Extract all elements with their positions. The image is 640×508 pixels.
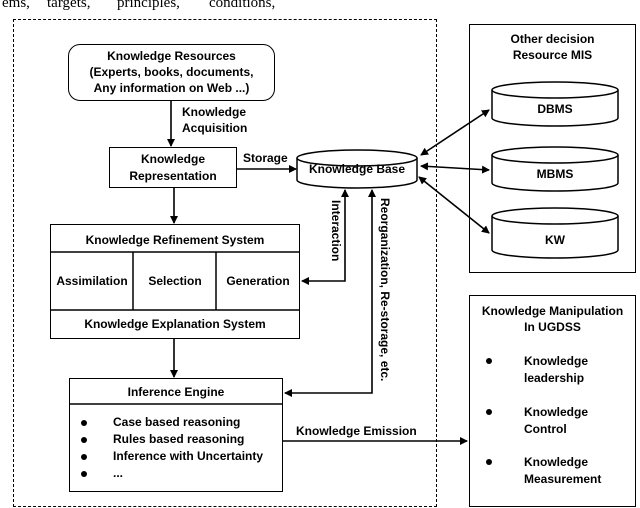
knowledge-resources-title: Knowledge Resources	[107, 49, 236, 63]
dbms-label: DBMS	[537, 102, 573, 116]
knowledge-representation-line-1: Knowledge	[140, 152, 205, 166]
dbms-cylinder	[491, 81, 619, 127]
arrow-reorganization	[284, 189, 376, 397]
refinement-cell-assimilation: Assimilation	[56, 274, 128, 288]
arrow-interaction	[301, 189, 349, 285]
manipulation-bullet-1	[486, 358, 492, 364]
knowledge-representation-box: Knowledge Representation	[109, 147, 237, 188]
inference-item-3: Inference with Uncertainty	[113, 449, 264, 463]
inference-bullet-4	[81, 471, 87, 477]
top-fragment-text: ems, targets, principles, conditions,	[0, 0, 330, 11]
other-mis-title-1: Other decision	[510, 32, 595, 46]
mbms-cylinder	[491, 146, 619, 192]
knowledge-refinement-box	[50, 224, 300, 339]
refinement-cell-selection: Selection	[148, 274, 202, 288]
storage-label: Storage	[243, 151, 288, 165]
manipulation-item-3-line-1: Knowledge	[524, 455, 589, 469]
knowledge-resources-box: Knowledge Resources (Experts, books, doc…	[68, 44, 275, 101]
inference-item-1: Case based reasoning	[113, 415, 241, 429]
knowledge-acquisition-label-2: Acquisition	[182, 121, 248, 135]
mbms-label: MBMS	[536, 167, 574, 181]
inference-bullet-3	[81, 454, 87, 460]
knowledge-manipulation-box	[469, 295, 636, 507]
knowledge-refinement-title: Knowledge Refinement System	[85, 233, 265, 247]
knowledge-emission-label: Knowledge Emission	[296, 424, 417, 438]
inference-item-4: ...	[113, 466, 124, 480]
manipulation-title-1: Knowledge Manipulation	[481, 304, 624, 318]
fragment-word-1: ems,	[2, 0, 30, 11]
manipulation-item-1-line-2: leadership	[524, 371, 585, 385]
manipulation-item-2-line-1: Knowledge	[524, 405, 589, 419]
kw-cylinder	[491, 207, 619, 259]
fragment-word-3: principles,	[117, 0, 180, 11]
knowledge-resources-line-1: (Experts, books, documents,	[89, 65, 254, 79]
inference-engine-title: Inference Engine	[127, 385, 225, 399]
knowledge-explanation-system: Knowledge Explanation System	[84, 317, 266, 331]
knowledge-base-label: Knowledge Base	[308, 162, 406, 176]
knowledge-representation-line-2: Representation	[129, 169, 217, 183]
knowledge-base-cylinder	[296, 149, 418, 189]
kw-label: KW	[545, 233, 565, 247]
manipulation-bullet-2	[486, 409, 492, 415]
manipulation-item-1-line-1: Knowledge	[524, 354, 589, 368]
fragment-word-4: conditions,	[209, 0, 276, 11]
other-mis-title-2: Resource MIS	[512, 48, 593, 62]
inference-bullet-2	[81, 437, 87, 443]
manipulation-item-3-line-2: Measurement	[524, 472, 602, 486]
manipulation-bullet-3	[486, 459, 492, 465]
fragment-word-2: targets,	[47, 0, 91, 11]
ugdss-container	[13, 19, 437, 507]
knowledge-acquisition-label-1: Knowledge	[182, 105, 247, 119]
inference-bullet-1	[81, 420, 87, 426]
refinement-cell-generation: Generation	[226, 274, 290, 288]
arrow-kb-kw	[418, 176, 490, 234]
arrow-kb-dbms	[420, 109, 490, 156]
knowledge-resources-line-2: Any information on Web ...)	[93, 81, 250, 95]
inference-engine-box	[69, 378, 283, 492]
arrow-kb-mbms	[420, 162, 490, 174]
inference-item-2: Rules based reasoning	[113, 432, 245, 446]
manipulation-title-2: In UGDSS	[524, 320, 581, 334]
manipulation-item-2-line-2: Control	[524, 422, 567, 436]
